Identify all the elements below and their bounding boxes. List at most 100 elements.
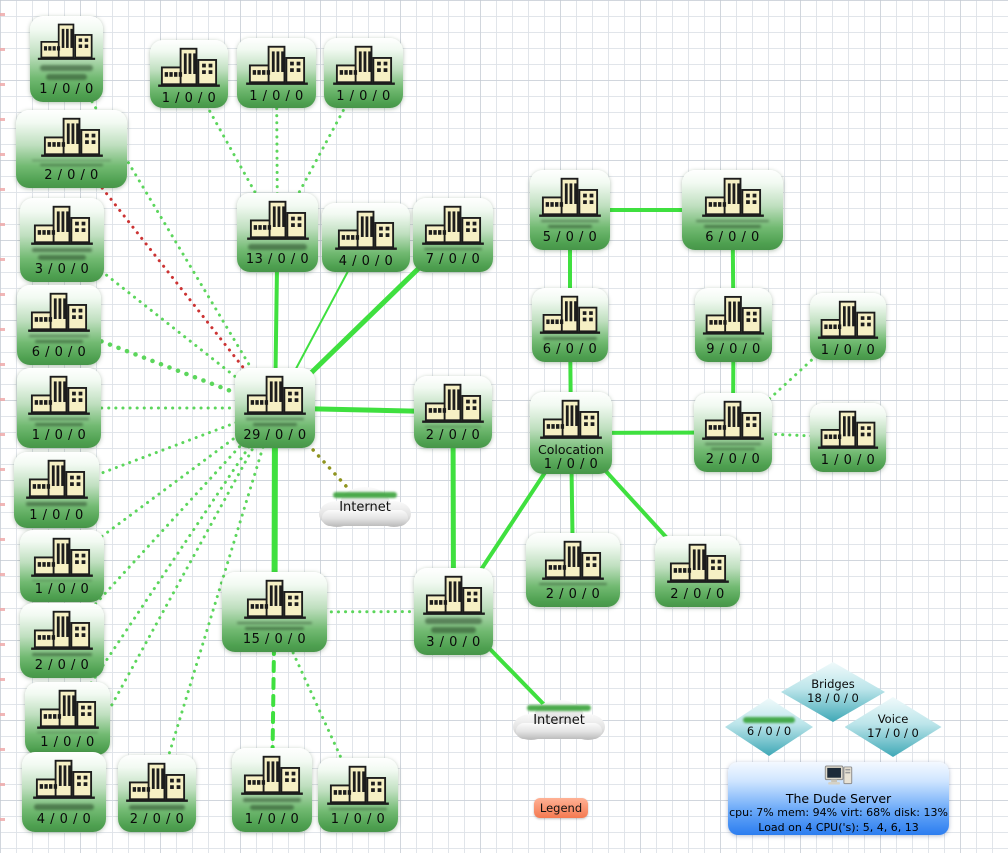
node-service-count: 2 / 0 / 0 xyxy=(44,167,99,183)
map-node-l10[interactable]: 4 / 0 / 0 xyxy=(22,752,106,832)
building-icon xyxy=(817,408,879,450)
map-node-b2[interactable]: 1 / 0 / 0 xyxy=(232,748,312,832)
map-link-rc7-rc5[interactable] xyxy=(731,325,850,434)
redacted-name-scribble xyxy=(38,255,86,261)
redacted-name-scribble xyxy=(236,621,313,625)
dude-server-box[interactable]: The Dude Server cpu: 7% mem: 94% virt: 6… xyxy=(728,762,949,835)
map-node-l8[interactable]: 2 / 0 / 0 xyxy=(20,603,104,678)
node-service-count: 2 / 0 / 0 xyxy=(129,811,185,827)
map-link-l8-hub[interactable] xyxy=(60,406,277,642)
redacted-name-scribble xyxy=(36,731,99,734)
map-node-l5[interactable]: 1 / 0 / 0 xyxy=(17,368,101,448)
map-node-rc4[interactable]: 9 / 0 / 0 xyxy=(695,288,772,362)
redacted-name-scribble xyxy=(128,804,186,811)
map-link-rc7-rc8[interactable] xyxy=(731,431,850,439)
map-node-l3[interactable]: 3 / 0 / 0 xyxy=(20,198,104,282)
redacted-name-scribble xyxy=(31,247,93,253)
map-node-l2[interactable]: 2 / 0 / 0 xyxy=(16,110,127,188)
redacted-name-scribble-green xyxy=(333,492,397,498)
map-node-b1[interactable]: 2 / 0 / 0 xyxy=(118,755,196,832)
map-edge-tick xyxy=(0,643,5,646)
map-node-l9[interactable]: 1 / 0 / 0 xyxy=(25,682,110,755)
building-icon xyxy=(666,541,730,584)
node-service-count: 13 / 0 / 0 xyxy=(245,251,310,267)
map-edge-tick xyxy=(0,363,5,366)
map-node-rc3[interactable]: 6 / 0 / 0 xyxy=(532,288,608,362)
redacted-name-scribble xyxy=(33,804,95,811)
map-edge-tick xyxy=(0,188,5,191)
redacted-name-scribble-green xyxy=(527,705,591,711)
map-node-rc2[interactable]: 6 / 0 / 0 xyxy=(682,170,783,250)
map-node-t2[interactable]: 1 / 0 / 0 xyxy=(237,38,316,108)
redacted-name-scribble xyxy=(40,164,103,167)
dude-server-stats-2: Load on 4 CPU('s): 5, 4, 6, 13 xyxy=(758,820,919,834)
map-node-l1[interactable]: 1 / 0 / 0 xyxy=(30,16,103,102)
map-edge-tick xyxy=(0,433,5,436)
map-edge-tick xyxy=(0,83,5,86)
map-edge-tick xyxy=(0,13,5,16)
redacted-name-scribble xyxy=(424,247,482,251)
node-service-count: 1 / 0 / 0 xyxy=(249,89,304,104)
map-node-rc8[interactable]: 1 / 0 / 0 xyxy=(810,403,886,472)
redacted-name-scribble xyxy=(243,797,301,803)
node-service-count: 6 / 0 / 0 xyxy=(31,344,87,360)
map-node-rc1[interactable]: 5 / 0 / 0 xyxy=(530,170,610,250)
map-node-n3[interactable]: 3 / 0 / 0 xyxy=(414,568,493,655)
map-edge-tick xyxy=(0,748,5,751)
map-node-b3[interactable]: 1 / 0 / 0 xyxy=(318,758,398,832)
map-node-rc10[interactable]: 2 / 0 / 0 xyxy=(655,536,740,607)
map-node-m2[interactable]: 4 / 0 / 0 xyxy=(322,203,410,272)
map-node-rh[interactable]: 2 / 0 / 0 xyxy=(414,376,492,448)
map-link-l9-hub[interactable] xyxy=(66,406,277,720)
redacted-name-scribble xyxy=(25,501,88,507)
map-node-rc9[interactable]: 2 / 0 / 0 xyxy=(526,533,620,607)
redacted-name-scribble xyxy=(31,159,112,162)
map-link-l2-hub[interactable] xyxy=(70,147,277,410)
map-node-c15[interactable]: 15 / 0 / 0 xyxy=(222,572,327,652)
map-node-t1[interactable]: 1 / 0 / 0 xyxy=(150,40,228,108)
redacted-name-scribble xyxy=(431,627,476,634)
map-node-m3[interactable]: 7 / 0 / 0 xyxy=(413,198,493,272)
node-service-count: 2 / 0 / 0 xyxy=(34,657,90,673)
redacted-name-scribble xyxy=(711,447,755,451)
node-service-count: 4 / 0 / 0 xyxy=(338,254,394,269)
map-edge-tick xyxy=(0,713,5,716)
cloud-node-cloud2[interactable]: Internet xyxy=(509,697,609,743)
map-edge-tick xyxy=(0,503,5,506)
node-service-count: 1 / 0 / 0 xyxy=(39,81,94,97)
node-service-count: 1 / 0 / 0 xyxy=(29,507,84,523)
building-icon xyxy=(421,203,485,246)
building-icon xyxy=(240,753,304,796)
map-edge-tick xyxy=(0,48,5,51)
node-service-count: 2 / 0 / 0 xyxy=(425,427,481,443)
map-edge-tick xyxy=(0,818,5,821)
map-node-hub[interactable]: 29 / 0 / 0 xyxy=(235,368,315,448)
map-link-b2-c15[interactable] xyxy=(270,610,277,792)
building-icon xyxy=(243,577,307,620)
cloud-node-cloud1[interactable]: Internet xyxy=(315,484,415,530)
building-icon xyxy=(32,757,96,800)
map-node-l7[interactable]: 1 / 0 / 0 xyxy=(20,530,104,602)
map-node-l6[interactable]: 1 / 0 / 0 xyxy=(14,452,99,528)
map-node-rc5[interactable]: 1 / 0 / 0 xyxy=(810,293,886,360)
building-icon xyxy=(27,290,91,333)
map-node-l4[interactable]: 6 / 0 / 0 xyxy=(17,285,101,365)
redacted-name-scribble xyxy=(248,244,307,251)
map-node-m1[interactable]: 13 / 0 / 0 xyxy=(237,193,318,272)
building-icon xyxy=(538,175,602,218)
map-node-rc7[interactable]: 2 / 0 / 0 xyxy=(694,393,772,472)
map-node-t3[interactable]: 1 / 0 / 0 xyxy=(324,38,403,108)
building-icon xyxy=(125,760,189,803)
redacted-name-scribble xyxy=(28,417,90,421)
node-service-count: 6 / 0 / 0 xyxy=(542,341,598,357)
building-icon xyxy=(157,45,221,88)
cloud-label: Internet xyxy=(339,500,391,515)
map-link-b3-c15[interactable] xyxy=(273,610,360,797)
building-icon xyxy=(421,381,485,424)
redacted-name-scribble xyxy=(40,65,93,72)
legend-button[interactable]: Legend xyxy=(534,798,588,818)
map-link-l10-hub[interactable] xyxy=(62,406,277,794)
node-service-count: 1 / 0 / 0 xyxy=(543,457,599,473)
